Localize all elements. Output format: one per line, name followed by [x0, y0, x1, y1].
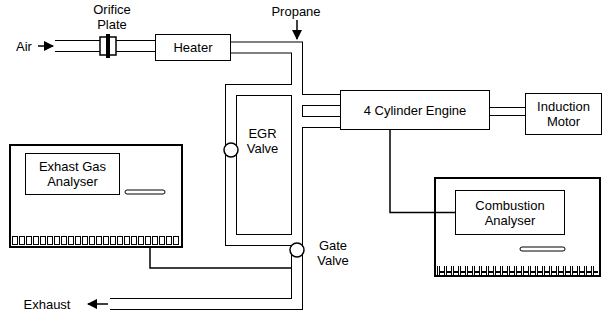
part-label: Propane [268, 4, 324, 19]
drive-shaft-bore [490, 108, 525, 115]
flow-arrow [38, 45, 53, 47]
engine-box: 4 Cylinder Engine [340, 90, 490, 130]
analyser-housing [435, 178, 600, 276]
part-label: EGR Valve [240, 126, 285, 156]
node-text: Heater [161, 40, 225, 55]
pipe-outline [55, 46, 525, 304]
keypad [437, 266, 598, 275]
orifice-disc [106, 34, 110, 58]
motor-box: Induction Motor [525, 93, 602, 135]
node-text: Induction Motor [531, 99, 596, 129]
analyser-display: Exhast Gas Analyser [25, 153, 120, 195]
exhaust-port [297, 116, 340, 128]
disk-slot [520, 247, 565, 251]
signal-wire [150, 247, 291, 268]
disk-slot [125, 190, 165, 194]
egr-loop-bore [231, 90, 297, 240]
node-text: Exhast Gas Analyser [31, 159, 114, 189]
analyser-display: Combustion Analyser [455, 190, 565, 235]
heater-box: Heater [155, 34, 231, 61]
flow-arrow [296, 20, 298, 39]
node-text: Combustion Analyser [461, 198, 559, 228]
pipe-bore [55, 46, 525, 304]
part-label: Orifice Plate [82, 2, 142, 32]
keypad [12, 236, 180, 245]
intake-pipe-bore [231, 48, 340, 101]
drive-shaft [490, 107, 525, 116]
egr-valve-symbol [224, 143, 238, 157]
egr-loop [231, 90, 297, 240]
part-label: Gate Valve [310, 238, 356, 268]
manifold-bore [108, 100, 297, 304]
exhaust-port-bore [297, 117, 340, 127]
flow-label: Air [10, 39, 38, 54]
manifold-pipe [110, 100, 297, 304]
node-text: 4 Cylinder Engine [346, 103, 484, 118]
analyser-housing [10, 145, 182, 247]
signal-wire [390, 130, 455, 213]
gate-valve-symbol [290, 243, 304, 257]
flow-arrow [88, 303, 108, 305]
flow-label: Exhaust [16, 297, 78, 312]
